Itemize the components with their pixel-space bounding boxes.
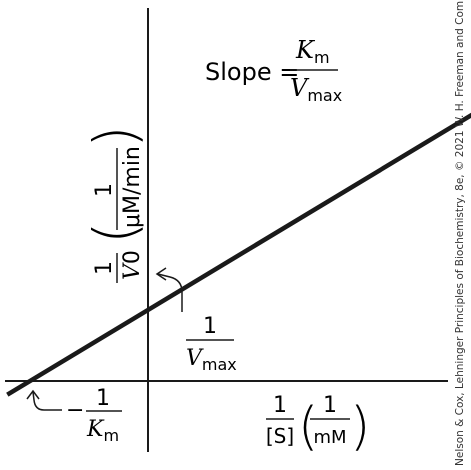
y-label-num: 1	[92, 261, 117, 275]
slope-prefix: Slope =	[205, 58, 299, 86]
y-unit-open-paren: (	[81, 221, 149, 244]
y-intercept-den-var: V	[186, 346, 204, 371]
y-unit-close-paren: )	[81, 125, 149, 148]
x-unit-num: 1	[323, 393, 337, 418]
y-unit-den: μM/min	[120, 146, 145, 228]
y-intercept-arrow	[157, 273, 183, 312]
x-intercept-den: Km	[86, 417, 119, 445]
y-intercept-annotation: 1 Vmax	[155, 267, 237, 374]
y-intercept-den: Vmax	[186, 346, 237, 374]
series-line	[6, 112, 471, 397]
slope-annotation: Slope = Km Vmax	[205, 36, 342, 105]
y-label-den: V0	[120, 250, 145, 280]
x-intercept-annotation: − 1 Km	[26, 386, 122, 445]
x-label-den: [S]	[266, 424, 294, 448]
y-label-den-var: V	[120, 262, 145, 280]
x-unit-open-paren: (	[298, 397, 318, 457]
x-label-num: 1	[273, 393, 287, 418]
x-unit-den: mM	[313, 427, 346, 448]
x-unit-close-paren: )	[350, 397, 370, 457]
y-intercept-den-sub: max	[202, 355, 237, 374]
slope-num-sub: m	[314, 48, 330, 67]
x-intercept-den-sub: m	[103, 426, 119, 445]
slope-num-var: K	[295, 36, 316, 64]
y-intercept-arrowhead	[155, 267, 167, 281]
x-intercept-arrow	[32, 391, 62, 411]
x-intercept-den-var: K	[86, 417, 105, 442]
slope-den-var: V	[290, 74, 310, 102]
slope-denominator: Vmax	[290, 74, 342, 105]
x-axis-label: 1 [S] ( 1 mM )	[266, 393, 370, 457]
y-label-den-sub: 0	[120, 250, 145, 264]
slope-numerator: Km	[295, 36, 330, 67]
y-intercept-num: 1	[203, 314, 217, 339]
x-intercept-arrowhead	[26, 389, 40, 400]
x-intercept-sign: −	[66, 398, 84, 423]
y-axis-label: 1 V0 ( 1 μM/min )	[81, 125, 149, 283]
y-unit-num: 1	[92, 183, 117, 197]
credit-text: Nelson & Cox, Lehninger Principles of Bi…	[454, 0, 466, 466]
slope-den-sub: max	[307, 86, 342, 105]
x-intercept-num: 1	[96, 386, 110, 411]
